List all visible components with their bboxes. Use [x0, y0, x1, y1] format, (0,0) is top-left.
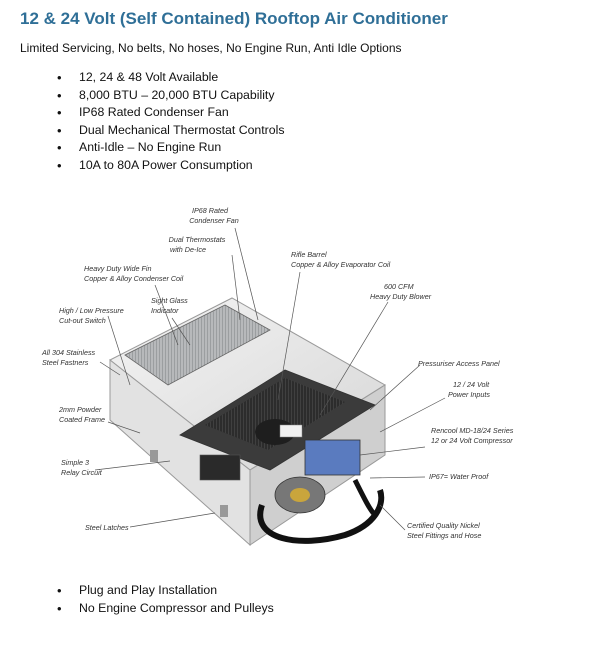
callout-heavy-duty-fin: Heavy Duty Wide Fin Copper & Alloy Conde… — [84, 264, 184, 283]
callout-sight-glass: Sight Glass Indicator — [151, 296, 190, 315]
callout-power-inputs: 12 / 24 Volt Power Inputs — [448, 380, 491, 399]
feature-item: Anti-Idle – No Engine Run — [57, 139, 285, 157]
feature-item: 8,000 BTU – 20,000 BTU Capability — [57, 87, 285, 105]
feature-item: Plug and Play Installation — [57, 582, 274, 600]
unit-illustration — [109, 297, 386, 547]
feature-list: 12, 24 & 48 Volt Available 8,000 BTU – 2… — [57, 69, 285, 174]
feature-item: No Engine Compressor and Pulleys — [57, 600, 274, 618]
feature-item: IP68 Rated Condenser Fan — [57, 104, 285, 122]
callout-powder-coated: 2mm Powder Coated Frame — [58, 405, 105, 424]
callout-pressuriser-panel: Pressuriser Access Panel — [418, 359, 500, 368]
callout-rifle-barrel: Rifle Barrel Copper & Alloy Evaporator C… — [291, 250, 391, 269]
callout-ip67: IP67= Water Proof — [429, 472, 489, 481]
callout-cfm-blower: 600 CFM Heavy Duty Blower — [370, 282, 432, 301]
feature-item: Dual Mechanical Thermostat Controls — [57, 122, 285, 140]
callout-steel-latches: Steel Latches — [85, 523, 129, 532]
feature-item: 12, 24 & 48 Volt Available — [57, 69, 285, 87]
callout-pressure-switch: High / Low Pressure Cut-out Switch — [59, 306, 126, 325]
callout-compressor: Rencool MD-18/24 Series 12 or 24 Volt Co… — [431, 426, 515, 445]
page-subtitle: Limited Servicing, No belts, No hoses, N… — [20, 41, 402, 55]
page-title: 12 & 24 Volt (Self Contained) Rooftop Ai… — [20, 9, 448, 28]
leader-lines — [94, 227, 446, 531]
callout-stainless-fasteners: All 304 Stainless Steel Fastners — [41, 348, 97, 367]
callout-fittings: Certified Quality Nickel Steel Fittings … — [407, 521, 482, 540]
feature-item: 10A to 80A Power Consumption — [57, 157, 285, 175]
callout-ip68-fan: IP68 Rated Condenser Fan — [189, 206, 239, 225]
callout-labels: IP68 Rated Condenser Fan Dual Thermostat… — [41, 206, 515, 540]
air-conditioner-diagram: IP68 Rated Condenser Fan Dual Thermostat… — [41, 206, 515, 547]
callout-dual-thermostats: Dual Thermostats with De-Ice — [169, 235, 228, 254]
bottom-feature-list: Plug and Play Installation No Engine Com… — [57, 582, 274, 617]
callout-relay-circuit: Simple 3 Relay Circuit — [61, 458, 103, 477]
